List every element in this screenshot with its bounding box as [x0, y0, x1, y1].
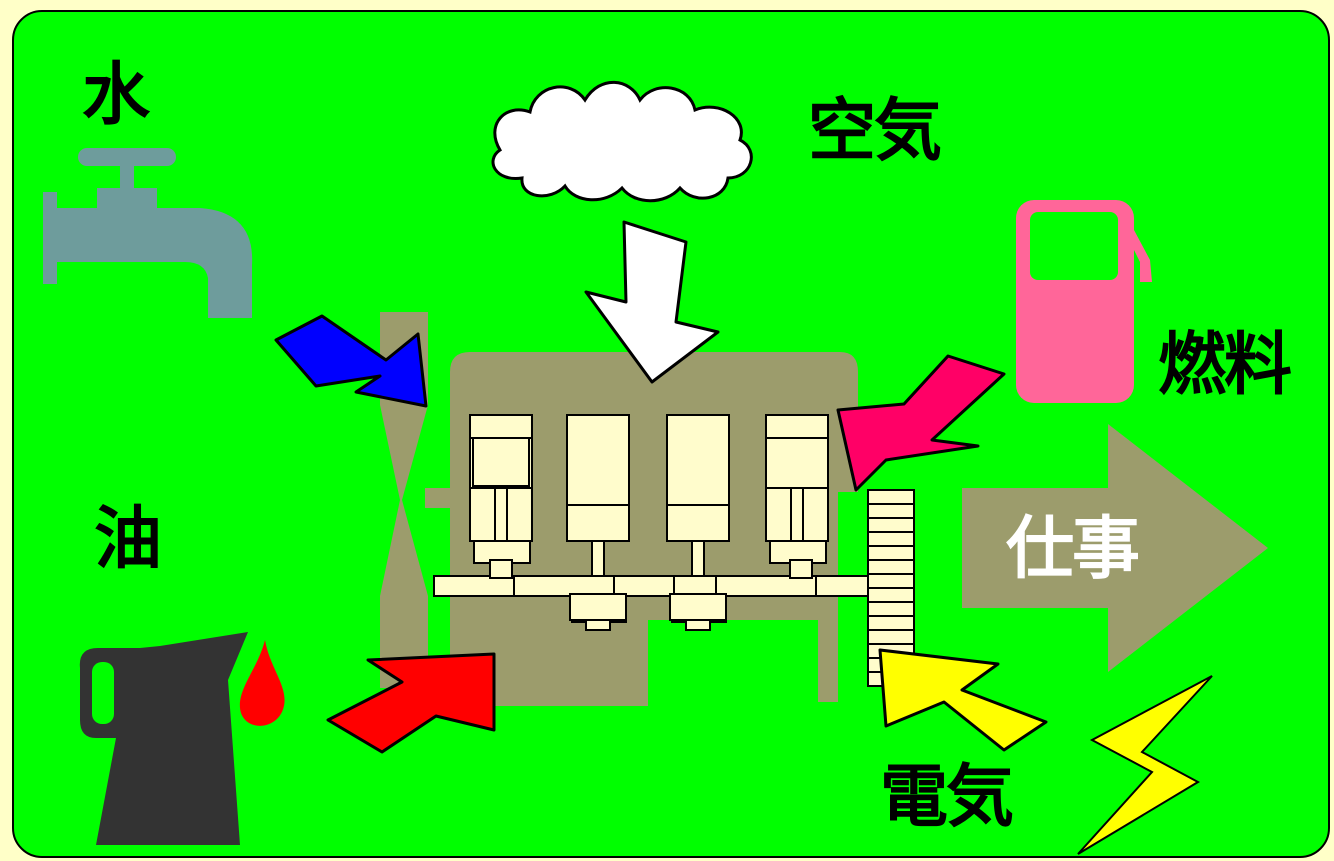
- engine-icon: [380, 312, 915, 706]
- oil-jug-handle-hole: [92, 662, 114, 724]
- faucet-icon: [43, 148, 253, 318]
- water-label: 水: [82, 56, 150, 135]
- cloud-icon: [491, 80, 753, 203]
- air-label: 空気: [808, 92, 942, 171]
- fuel-label: 燃料: [1158, 326, 1292, 405]
- fuel-arrow: [836, 354, 1006, 492]
- oil-jug-icon: [79, 632, 249, 845]
- electricity-label: 電気: [880, 758, 1014, 837]
- work-label: 仕事: [1006, 510, 1140, 589]
- air-arrow: [584, 220, 720, 384]
- oil-drop-icon: [239, 640, 285, 726]
- fuel-pump-window: [1030, 212, 1118, 280]
- oil-label: 油: [94, 500, 162, 579]
- electricity-arrow: [878, 648, 1048, 752]
- lightning-icon: [1077, 675, 1213, 855]
- oil-arrow: [326, 652, 496, 754]
- work-arrow: [962, 424, 1268, 672]
- water-arrow: [274, 314, 428, 408]
